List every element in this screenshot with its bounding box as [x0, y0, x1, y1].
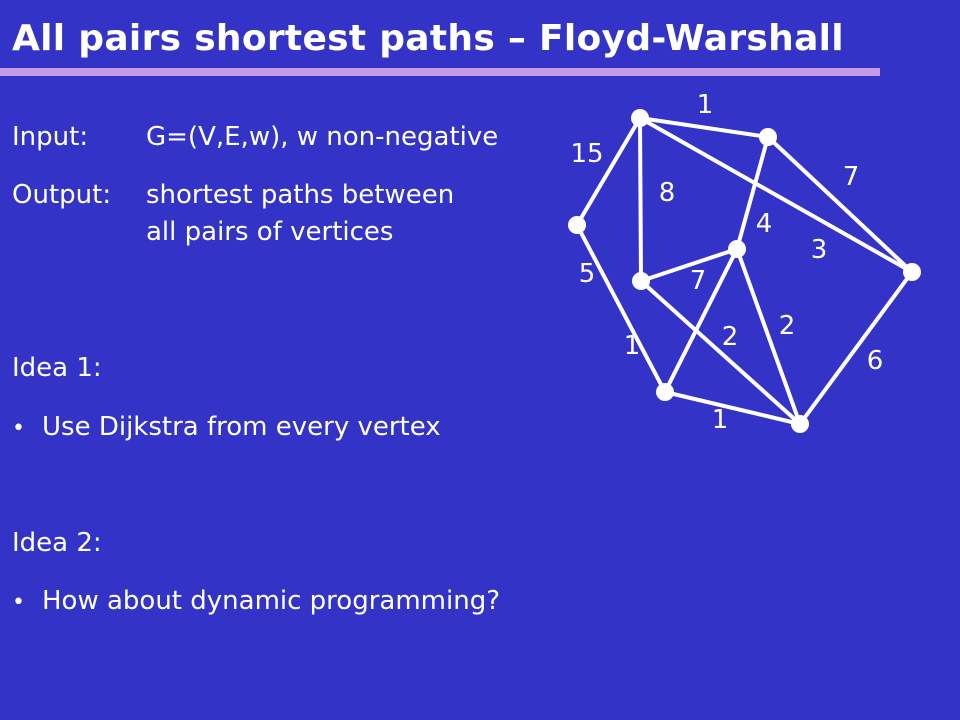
idea2-bullet-marker: •	[12, 590, 25, 615]
edge-weight-A-E: 3	[811, 235, 828, 265]
edge-weight-F-H: 1	[712, 405, 729, 435]
edge-weight-F-G: 1	[624, 331, 641, 361]
title-underline	[0, 68, 880, 76]
edge-weight-B-E: 7	[843, 162, 860, 192]
graph-edge-A-D	[638, 117, 643, 282]
edge-weight-A-D: 8	[659, 178, 676, 208]
graph-edge-G-H	[735, 248, 802, 425]
graph-vertex-B	[759, 128, 777, 146]
graph-edge-D-H	[639, 279, 802, 426]
idea1-bullet-text: Use Dijkstra from every vertex	[42, 412, 441, 442]
graph-vertices	[568, 109, 921, 433]
input-label: Input:	[12, 122, 89, 152]
graph-vertex-D	[632, 272, 650, 290]
edge-weight-G-H: 2	[779, 311, 796, 341]
idea1-bullet-marker: •	[12, 416, 25, 441]
idea2-bullet-text: How about dynamic programming?	[42, 586, 500, 616]
graph-vertex-C	[568, 216, 586, 234]
graph-edge-C-F	[575, 224, 667, 393]
graph-edges	[575, 116, 914, 426]
graph-edge-A-E	[639, 116, 913, 274]
graph-vertex-E	[903, 263, 921, 281]
edge-weight-B-G: 4	[756, 209, 773, 239]
edge-weight-D-G: 7	[690, 266, 707, 296]
graph-edge-B-G	[735, 136, 770, 250]
idea1-heading: Idea 1:	[12, 353, 102, 383]
slide-title: All pairs shortest paths – Floyd-Warshal…	[12, 18, 844, 59]
graph-vertex-G	[728, 240, 746, 258]
graph-edge-F-H	[664, 390, 801, 426]
input-text: G=(V,E,w), w non-negative	[146, 122, 499, 152]
graph-edge-A-B	[639, 116, 769, 139]
edge-weight-A-C: 15	[570, 139, 603, 169]
output-label: Output:	[12, 180, 112, 210]
edge-weight-D-H: 2	[722, 322, 739, 352]
edge-weight-C-F: 5	[579, 259, 596, 289]
graph-edge-A-C	[575, 116, 642, 227]
graph-edge-D-G	[640, 247, 738, 283]
graph-vertex-H	[791, 415, 809, 433]
graph-edge-E-H	[798, 270, 914, 426]
graph-edge-F-G	[663, 248, 739, 393]
idea2-heading: Idea 2:	[12, 528, 102, 558]
output-text-line2: all pairs of vertices	[146, 217, 394, 247]
edge-weight-E-H: 6	[867, 346, 884, 376]
output-text-line1: shortest paths between	[146, 180, 455, 210]
edge-weight-A-B: 1	[697, 90, 714, 120]
graph-vertex-A	[631, 109, 649, 127]
graph-edge-B-E	[766, 135, 914, 274]
graph-vertex-F	[656, 383, 674, 401]
